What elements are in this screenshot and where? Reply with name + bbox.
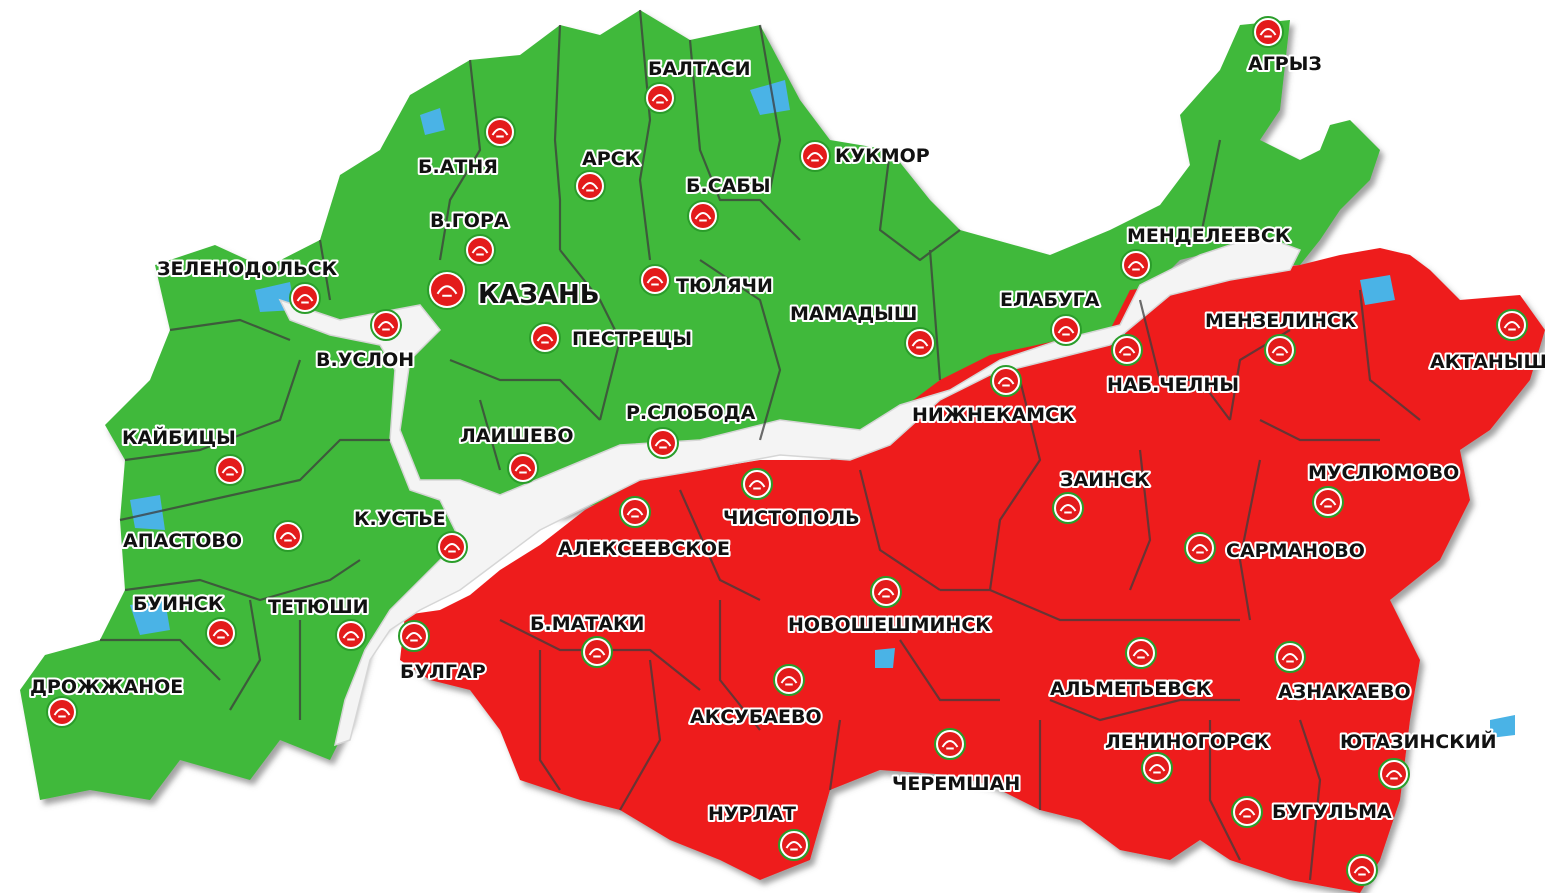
place-label: ТЕТЮШИ <box>268 596 369 618</box>
place-label: ДРОЖЖАНОЕ <box>30 676 183 698</box>
tatarstan-emblem-icon <box>639 264 671 296</box>
tatarstan-emblem-icon <box>574 170 606 202</box>
tatarstan-emblem-icon <box>1120 249 1152 281</box>
place-label: В.УСЛОН <box>316 349 414 371</box>
place-label: МЕНЗЕЛИНСК <box>1205 310 1357 332</box>
place-label: ТЮЛЯЧИ <box>676 275 773 297</box>
tatarstan-emblem-icon <box>214 454 246 486</box>
river-channel <box>278 234 1302 747</box>
tatarstan-emblem-icon <box>335 619 367 651</box>
tatarstan-emblem-icon <box>934 728 966 760</box>
place-label: АЛЬМЕТЬЕВСК <box>1050 678 1212 700</box>
tatarstan-emblem-icon <box>289 282 321 314</box>
place-label: Б.АТНЯ <box>418 156 498 178</box>
tatarstan-emblem-icon <box>1184 532 1216 564</box>
place-label: В.ГОРА <box>430 210 509 232</box>
place-label: АПАСТОВО <box>123 530 242 552</box>
place-label: АКТАНЫШ <box>1430 351 1545 373</box>
green-zone <box>20 10 1380 800</box>
place-label: ЛАИШЕВО <box>460 425 573 447</box>
place-label: КАЙБИЦЫ <box>122 426 236 449</box>
place-labels: БАЛТАСИ АГРЫЗ Б.АТНЯ АРСК КУКМОР Б.САБЫ … <box>28 51 1545 827</box>
place-label: ЗЕЛЕНОДОЛЬСК <box>157 258 338 280</box>
place-label: Б.САБЫ <box>686 175 771 197</box>
tatarstan-emblem-icon <box>1378 758 1410 790</box>
place-label: БУЛГАР <box>400 661 486 683</box>
tatarstan-emblem-icon <box>272 520 304 552</box>
place-label: ЛЕНИНОГОРСК <box>1105 731 1270 753</box>
tatarstan-emblem-icon <box>1052 492 1084 524</box>
tatarstan-emblem-icon <box>1274 641 1306 673</box>
tatarstan-emblem-icon <box>1050 314 1082 346</box>
tatarstan-emblem-icon <box>870 576 902 608</box>
place-label: АЛЕКСЕЕВСКОЕ <box>558 538 730 560</box>
tatarstan-emblem-icon <box>427 270 467 310</box>
place-label: ЗАИНСК <box>1060 469 1150 491</box>
tatarstan-emblem-icon <box>799 140 831 172</box>
tatarstan-emblem-icon <box>773 664 805 696</box>
place-label: МАМАДЫШ <box>790 303 917 325</box>
town-markers <box>46 16 1528 886</box>
tatarstan-emblem-icon <box>1312 486 1344 518</box>
tatarstan-emblem-icon <box>484 116 516 148</box>
place-label: ЮТАЗИНСКИЙ <box>1340 730 1497 753</box>
place-label: АЗНАКАЕВО <box>1278 681 1411 703</box>
tatarstan-emblem-icon <box>1346 854 1378 886</box>
tatarstan-emblem-icon <box>529 322 561 354</box>
tatarstan-emblem-icon <box>370 309 402 341</box>
district-borders <box>100 9 1421 881</box>
tatarstan-emblem-icon <box>741 468 773 500</box>
place-label: МУСЛЮМОВО <box>1308 462 1459 484</box>
tatarstan-emblem-icon <box>778 829 810 861</box>
tatarstan-emblem-icon <box>46 696 78 728</box>
tatarstan-emblem-icon <box>1231 796 1263 828</box>
place-label: МЕНДЕЛЕЕВСК <box>1127 225 1291 247</box>
tatarstan-emblem-icon <box>1111 334 1143 366</box>
tatarstan-emblem-icon <box>205 617 237 649</box>
place-label: КАЗАНЬ <box>478 280 600 310</box>
place-label: Б.МАТАКИ <box>530 613 644 635</box>
tatarstan-emblem-icon <box>507 452 539 484</box>
tatarstan-emblem-icon <box>436 531 468 563</box>
place-label: АГРЫЗ <box>1248 53 1322 75</box>
place-label: БУГУЛЬМА <box>1272 801 1392 823</box>
tatarstan-emblem-icon <box>904 327 936 359</box>
place-label: АКСУБАЕВО <box>690 706 822 728</box>
place-label: К.УСТЬЕ <box>354 508 446 530</box>
place-label: АРСК <box>582 148 641 170</box>
place-label: БУИНСК <box>133 593 224 615</box>
tatarstan-emblem-icon <box>644 82 676 114</box>
tatarstan-emblem-icon <box>687 200 719 232</box>
place-label: ПЕСТРЕЦЫ <box>572 328 692 350</box>
tatarstan-emblem-icon <box>1125 637 1157 669</box>
tatarstan-emblem-icon <box>398 620 430 652</box>
place-label: КУКМОР <box>835 145 930 167</box>
place-label: ЧЕРЕМШАН <box>892 773 1020 795</box>
tatarstan-emblem-icon <box>647 427 679 459</box>
tatarstan-emblem-icon <box>464 234 496 266</box>
tatarstan-emblem-icon <box>1141 752 1173 784</box>
place-label: БАЛТАСИ <box>648 58 750 80</box>
place-label: САРМАНОВО <box>1226 540 1365 562</box>
place-label: ЕЛАБУГА <box>1000 289 1100 311</box>
tatarstan-emblem-icon <box>619 496 651 528</box>
red-zone <box>400 248 1545 893</box>
place-label: ЧИСТОПОЛЬ <box>723 507 860 529</box>
place-label: НУРЛАТ <box>708 803 796 825</box>
tatarstan-emblem-icon <box>1264 334 1296 366</box>
tatarstan-emblem-icon <box>990 365 1022 397</box>
tatarstan-emblem-icon <box>581 636 613 668</box>
place-label: Р.СЛОБОДА <box>626 402 756 424</box>
tatarstan-emblem-icon <box>1252 16 1284 48</box>
tatarstan-emblem-icon <box>1496 309 1528 341</box>
place-label: НОВОШЕШМИНСК <box>788 614 991 636</box>
place-label: НИЖНЕКАМСК <box>912 404 1075 426</box>
place-label: НАБ.ЧЕЛНЫ <box>1107 374 1239 396</box>
